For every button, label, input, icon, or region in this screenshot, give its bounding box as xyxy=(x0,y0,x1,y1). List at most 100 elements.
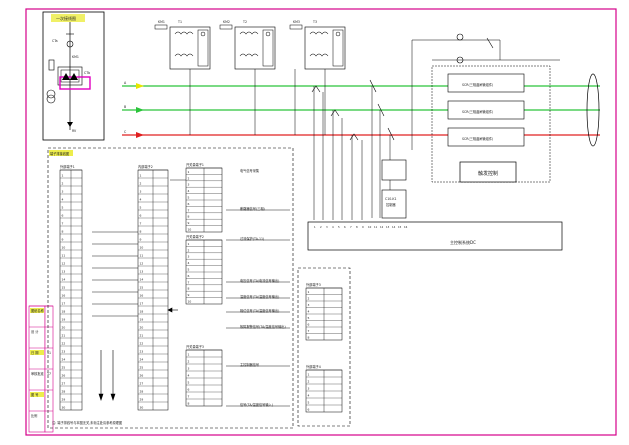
terminal-strip-row: 29 xyxy=(140,398,144,402)
terminal-strip-row: 18 xyxy=(140,310,144,314)
terminal-strip-row: 9 xyxy=(140,238,142,242)
terminal-strip-row: 12 xyxy=(140,262,144,266)
main-control-label: 主控制系统DC xyxy=(450,239,476,245)
right-terminal-frame xyxy=(297,267,351,427)
plc-block-row: 3 xyxy=(188,367,190,371)
terminal-strip-row: 13 xyxy=(140,270,144,274)
plc-block-row: 8 xyxy=(188,287,190,291)
right-strip-row: 8 xyxy=(308,336,310,340)
terminal-strip-row: 27 xyxy=(140,382,144,386)
terminal-strip-row: 3 xyxy=(62,190,64,194)
terminal-strip-row: 29 xyxy=(62,398,66,402)
terminal-strip-row: 18 xyxy=(62,310,66,314)
title-block-row-label: 设 计 xyxy=(31,329,39,334)
bus-pin-label: 7 xyxy=(350,225,352,229)
terminal-strip-row: 10 xyxy=(140,246,144,250)
inset-single-line: 一次接线图 CTa KM1 CTb RV xyxy=(42,11,105,141)
terminal-strip-row: 28 xyxy=(62,390,66,394)
terminal-strip-row: 6 xyxy=(62,214,64,218)
scr-module-3-label: SCR(三相晶闸管组件) xyxy=(462,136,493,141)
bus-pin-label: 10 xyxy=(368,225,372,229)
signal-note: 相位信号(TA/温度信号输出) xyxy=(240,308,279,313)
plc-block-row: 10 xyxy=(188,228,192,232)
terminal-strip-title: 外部端子1 xyxy=(60,164,75,169)
fanout-wiring xyxy=(92,179,290,407)
terminal-strip-row: 8 xyxy=(140,230,142,234)
transformer-3-ref: KM3 xyxy=(293,20,300,24)
bus-pin-label: 2 xyxy=(320,225,322,229)
terminal-strip-row: 4 xyxy=(140,198,142,202)
terminal-strip-row: 21 xyxy=(140,334,144,338)
signal-note: 过流保护(TA-11) xyxy=(240,236,264,241)
terminal-strip-row: 16 xyxy=(140,294,144,298)
right-strip-row: 2 xyxy=(308,380,310,384)
inset-label-cta: CTa xyxy=(52,39,58,43)
trigger-control-label: 触发控制 xyxy=(478,170,498,177)
terminal-strip-row: 5 xyxy=(140,206,142,210)
sheet-border xyxy=(25,8,617,436)
terminal-strip-row: 1 xyxy=(140,174,142,178)
terminal-strip-row: 16 xyxy=(62,294,66,298)
plc-block-row: 5 xyxy=(188,196,190,200)
terminal-section-title: 端子排接线图 xyxy=(50,151,69,156)
terminal-strip-row: 5 xyxy=(62,206,64,210)
terminal-strip-row: 7 xyxy=(140,222,142,226)
terminal-strip-row: 23 xyxy=(140,350,144,354)
terminal-strip-row: 11 xyxy=(62,254,66,258)
terminal-strip-row: 3 xyxy=(140,190,142,194)
meter-icon-1 xyxy=(456,33,464,41)
right-strip-row: 5 xyxy=(308,316,310,320)
title-block-cell: 11 xyxy=(47,351,51,355)
inset-title: 一次接线图 xyxy=(56,15,76,21)
terminal-strip-row: 2 xyxy=(62,182,64,186)
terminal-strip-title: 内部端子2 xyxy=(138,164,153,169)
bus-pin-label: 9 xyxy=(362,225,364,229)
plc-block-title: 开关量端子1 xyxy=(186,162,204,167)
plc-block-row: 4 xyxy=(188,261,190,265)
terminal-strip-row: 25 xyxy=(62,366,66,370)
plc-block-row: 3 xyxy=(188,255,190,259)
terminal-strip-row: 17 xyxy=(140,302,144,306)
right-strip-row: 1 xyxy=(308,290,310,294)
bus-pin-label: 13 xyxy=(386,225,390,229)
signal-note: 电气信号采集 xyxy=(240,168,260,173)
terminal-strip-row: 1 xyxy=(62,174,64,178)
bus-pin-label: 6 xyxy=(344,225,346,229)
right-strip-row: 3 xyxy=(308,303,310,307)
inset-label-rv: RV xyxy=(72,129,77,133)
plc-block-row: 8 xyxy=(188,402,190,406)
terminal-strip-row: 10 xyxy=(62,246,66,250)
plc-block-row: 5 xyxy=(188,381,190,385)
bus-pin-label: 8 xyxy=(356,225,358,229)
bus-pin-label: 14 xyxy=(392,225,396,229)
bus-pin-label: 3 xyxy=(326,225,328,229)
transformer-3-name: T3 xyxy=(312,20,317,24)
terminal-strip-row: 23 xyxy=(62,350,66,354)
footnote: 注: 端子排线号与本图无关,未标注处请参考原理图 xyxy=(52,420,122,425)
transformer-group-3: KM3 T3 xyxy=(289,20,346,70)
controller-sub: 控制器 xyxy=(386,202,396,207)
terminal-strip-row: 21 xyxy=(62,334,66,338)
terminal-strip-row: 15 xyxy=(140,286,144,290)
bus-pin-label: 12 xyxy=(380,225,384,229)
terminal-strip-row: 4 xyxy=(62,198,64,202)
terminal-strip-row: 15 xyxy=(62,286,66,290)
phase-label-b: B xyxy=(124,105,126,109)
transformer-2-name: T2 xyxy=(242,20,247,24)
inset-label-ctb: CTb xyxy=(84,71,90,75)
terminal-strip-row: 9 xyxy=(62,238,64,242)
right-strip-row: 2 xyxy=(308,297,310,301)
inset-label-km1: KM1 xyxy=(72,55,79,59)
terminal-strip-row: 12 xyxy=(62,262,66,266)
controller-label: C10-K1 xyxy=(385,197,397,201)
phase-label-a: A xyxy=(124,81,127,85)
terminal-strip-row: 19 xyxy=(140,318,144,322)
title-block-cell: 17 xyxy=(47,372,51,376)
right-strip-row: 3 xyxy=(308,387,310,391)
